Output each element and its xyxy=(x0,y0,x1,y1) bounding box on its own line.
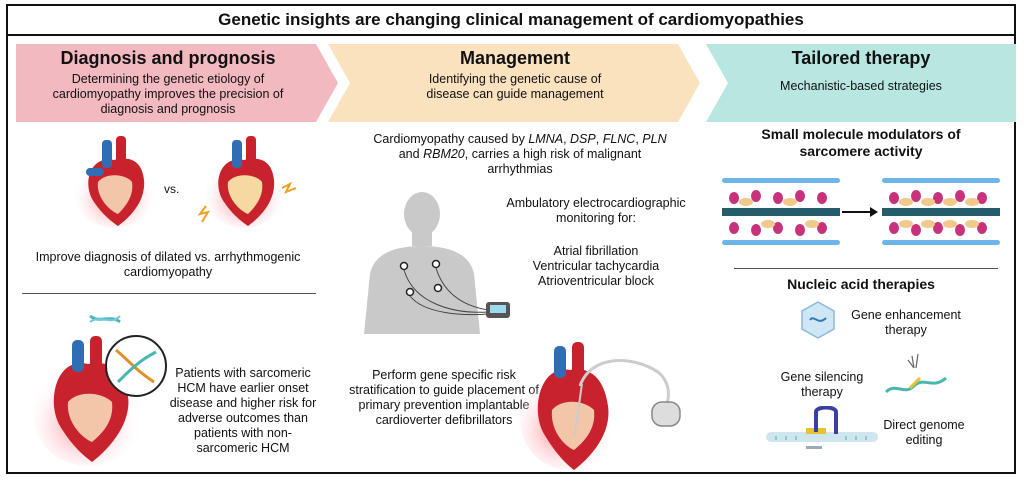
hcm-heart-dna-icon xyxy=(33,314,167,466)
management-banner-shape xyxy=(328,44,700,122)
diagnosis-column: Diagnosis and prognosis Determining the … xyxy=(8,36,338,472)
small-molecule-heading: Small molecule modulators of sarcomere a… xyxy=(761,126,961,159)
gene-tail: carries a high risk of malignant arrhyth… xyxy=(471,147,642,176)
monitoring-item: Atrial fibrillation xyxy=(553,244,639,258)
therapy-banner: Tailored therapy Mechanistic-based strat… xyxy=(706,44,1016,122)
gene-and: and xyxy=(398,147,420,161)
figure-title: Genetic insights are changing clinical m… xyxy=(8,6,1014,36)
aav-capsid-icon xyxy=(801,301,835,339)
sarcomere-before-icon xyxy=(722,178,840,245)
arrow-right-icon xyxy=(842,207,878,217)
gene-silencing-text: Gene silencing therapy xyxy=(780,370,864,399)
diagnosis-subtitle: Determining the genetic etiology of card… xyxy=(52,72,284,116)
gene-dsp: DSP xyxy=(570,132,596,146)
gene-pln: PLN xyxy=(642,132,667,146)
genome-editing-icon xyxy=(766,406,878,449)
gene-risk-text: Cardiomyopathy caused by LMNA, DSP, FLNC… xyxy=(373,132,667,176)
management-column: Management Identifying the genetic cause… xyxy=(328,36,706,472)
therapy-column: Tailored therapy Mechanistic-based strat… xyxy=(706,36,1016,472)
monitoring-list: Atrial fibrillation Ventricular tachycar… xyxy=(504,244,688,289)
nucleic-acid-heading: Nucleic acid therapies xyxy=(787,276,935,292)
monitoring-title: Ambulatory electrocardiographic monitori… xyxy=(506,196,686,225)
gene-enhancement-text: Gene enhancement therapy xyxy=(851,308,961,337)
gene-intro: Cardiomyopathy caused by xyxy=(373,132,525,146)
diagnosis-banner: Diagnosis and prognosis Determining the … xyxy=(8,44,338,122)
dilated-heart-icon xyxy=(74,136,154,228)
management-banner: Management Identifying the genetic cause… xyxy=(328,44,702,122)
patient-monitor-icon xyxy=(364,192,510,334)
gene-lmna: LMNA xyxy=(528,132,564,146)
diagnosis-caption: Improve diagnosis of dilated vs. arrhyth… xyxy=(35,250,301,279)
vs-label: vs. xyxy=(164,182,180,196)
hcm-outcome-text: Patients with sarcomeric HCM have earlie… xyxy=(169,366,317,455)
genome-editing-text: Direct genome editing xyxy=(883,418,965,447)
therapy-heading: Tailored therapy xyxy=(791,48,931,68)
icd-heart-icon xyxy=(520,342,681,470)
therapy-banner-shape xyxy=(706,44,1016,122)
diagnosis-heading: Diagnosis and prognosis xyxy=(60,48,276,68)
monitoring-item: Atrioventricular block xyxy=(537,274,654,288)
sarcomere-after-icon xyxy=(882,178,1000,245)
management-heading: Management xyxy=(459,48,571,68)
arrhythmogenic-heart-icon xyxy=(197,136,297,228)
monitoring-item: Ventricular tachycardia xyxy=(532,259,660,273)
management-subtitle: Identifying the genetic cause of disease… xyxy=(426,72,604,101)
sirna-strand-icon xyxy=(884,353,947,394)
gene-rbm20: RBM20 xyxy=(423,147,465,161)
gene-flnc: FLNC xyxy=(602,132,636,146)
therapy-subtitle: Mechanistic-based strategies xyxy=(780,79,942,93)
figure-frame: Genetic insights are changing clinical m… xyxy=(6,4,1016,474)
therapy-divider xyxy=(734,268,998,269)
icd-text: Perform gene specific risk stratificatio… xyxy=(349,368,539,427)
diagnosis-banner-shape xyxy=(16,44,338,122)
diagnosis-divider xyxy=(22,293,316,294)
